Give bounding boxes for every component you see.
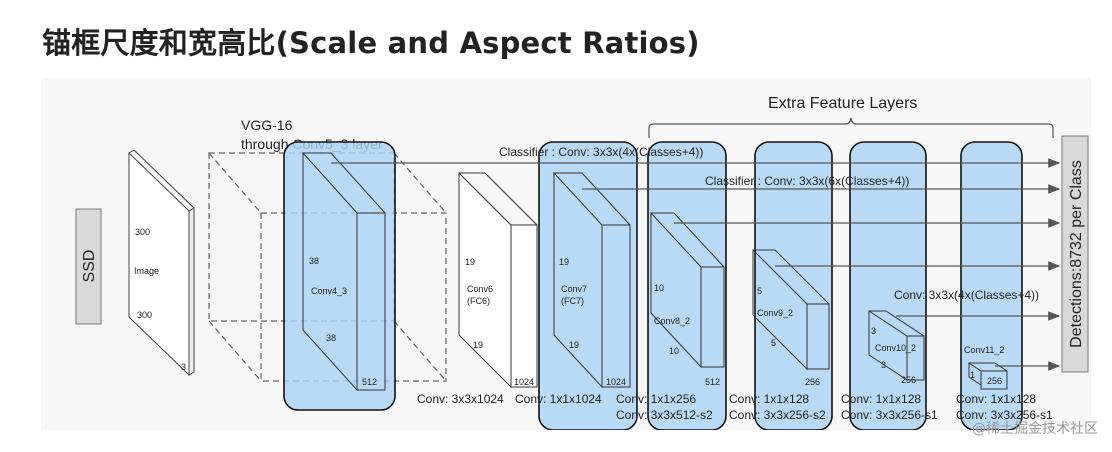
conv10-2-dim-bottom: 3 [881, 360, 886, 370]
conv9-2-name: Conv9_2 [757, 308, 793, 318]
watermark: @稀土掘金技术社区 [972, 421, 1098, 437]
conv8-2-name: Conv8_2 [654, 316, 690, 326]
ssd-architecture-figure: SSD 300 Image 300 3 VGG-16 through Conv5… [41, 78, 1091, 430]
conv10-2-dim: 3 [871, 326, 876, 336]
conv6-dim-bottom: 19 [473, 340, 483, 350]
conv9-2-dim-bottom: 5 [771, 338, 776, 348]
conv4-3-depth: 512 [362, 377, 377, 387]
detections-box: Detections:8732 per Class [1061, 135, 1089, 373]
conv7-depth: 1024 [606, 377, 626, 387]
conv7-dim-bottom: 19 [569, 340, 579, 350]
ssd-box: SSD [75, 208, 102, 325]
conv7-layer [553, 171, 631, 389]
highlight-boxes [283, 141, 1023, 430]
conv10-op2-label: Conv: 3x3x256-s1 [841, 408, 938, 422]
conv8-2-depth: 512 [705, 377, 720, 387]
conv10-2-name: Conv10_2 [875, 343, 916, 353]
conv11-2-name: Conv11_2 [964, 345, 1004, 355]
highlight-conv11-2 [960, 141, 1023, 430]
conv9-2-depth: 256 [805, 377, 820, 387]
conv8-op1-label: Conv: 1x1x256 [616, 392, 696, 406]
conv6-depth: 1024 [514, 377, 534, 387]
conv10-2-depth: 256 [901, 375, 916, 385]
conv11-2-depth: 256 [987, 376, 1002, 386]
conv6-name-line1: Conv6 [467, 284, 493, 294]
conv6-name-line2: (FC6) [467, 296, 490, 306]
highlight-conv8-2 [647, 141, 727, 430]
extra-layers-label: Extra Feature Layers [768, 95, 917, 112]
conv7-op-label: Conv: 1x1x1024 [515, 392, 602, 406]
conv10-op1-label: Conv: 1x1x128 [841, 392, 921, 406]
image-layer: 300 Image 300 3 [128, 149, 195, 377]
ssd-label: SSD [81, 250, 98, 283]
conv6-op-label: Conv: 3x3x1024 [417, 392, 504, 406]
conv6-layer [458, 171, 538, 389]
conv8-2-layer [650, 211, 725, 369]
conv10-2-layer [868, 310, 925, 381]
extra-layers-brace [648, 117, 1054, 138]
image-name: Image [134, 266, 159, 276]
conv7-name-line1: Conv7 [561, 284, 587, 294]
conv11-2-dim: 1 [970, 370, 975, 380]
conv9-op1-label: Conv: 1x1x128 [729, 392, 809, 406]
highlight-conv9-2 [754, 141, 833, 430]
conv7-dim: 19 [559, 257, 569, 267]
conv8-op2-label: Conv: 3x3x512-s2 [616, 408, 713, 422]
conv7-name-line2: (FC7) [561, 296, 584, 306]
image-dim-top: 300 [135, 227, 150, 237]
highlight-conv4-3 [283, 141, 396, 411]
conv6-dim: 19 [465, 257, 475, 267]
detections-label: Detections:8732 per Class [1068, 160, 1085, 348]
ssd-architecture-diagram: SSD 300 Image 300 3 VGG-16 through Conv5… [75, 95, 1089, 430]
conv9-2-layer [752, 248, 830, 371]
conv9-2-dim: 5 [757, 286, 762, 296]
conv11-op1-label: Conv: 1x1x128 [956, 392, 1036, 406]
conv11-2-layer [968, 362, 1008, 390]
classifier-4-label: Classifier : Conv: 3x3x(4x(Classes+4)) [499, 145, 703, 159]
classifier-4b-label: Conv: 3x3x(4x(Classes+4)) [894, 288, 1039, 302]
conv8-2-dim: 10 [654, 283, 664, 293]
conv11-op2-label: Conv: 3x3x256-s1 [956, 408, 1053, 422]
conv4-3-dim-left: 38 [309, 256, 319, 266]
image-dim-bottom: 300 [137, 310, 152, 320]
conv4-3-dim-bottom: 38 [326, 333, 336, 343]
conv4-3-name: Conv4_3 [311, 286, 347, 296]
conv8-2-dim-bottom: 10 [669, 346, 679, 356]
page-title: 锚框尺度和宽高比(Scale and Aspect Ratios) [42, 26, 700, 60]
highlight-conv7 [538, 141, 638, 430]
classifier-arrows [331, 158, 1061, 371]
conv9-op2-label: Conv: 3x3x256-s2 [729, 408, 826, 422]
image-depth: 3 [181, 362, 186, 372]
vgg-label-line1: VGG-16 [241, 117, 293, 133]
classifier-6-label: Classifier : Conv: 3x3x(6x(Classes+4)) [705, 174, 909, 188]
